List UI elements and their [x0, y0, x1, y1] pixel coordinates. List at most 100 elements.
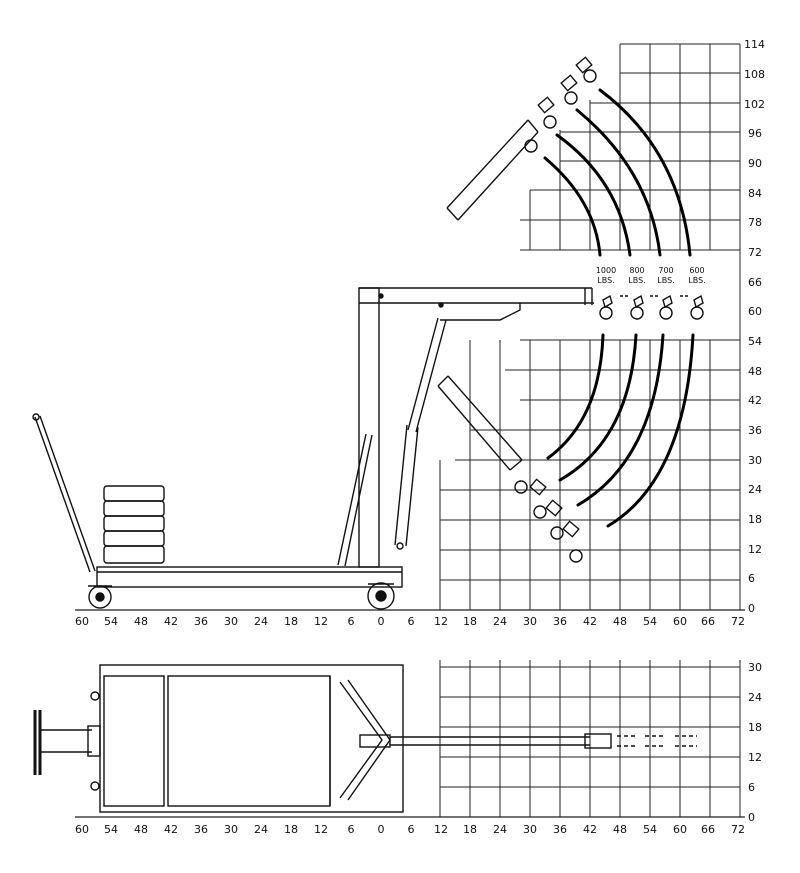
side-y-tick: 102	[744, 98, 765, 111]
arc-600-lower	[606, 333, 695, 528]
boom-raised	[446, 56, 597, 221]
side-y-tick: 30	[748, 454, 762, 467]
side-y-tick: 0	[748, 602, 755, 615]
side-x-tick: 60	[673, 615, 687, 628]
top-x-tick: 42	[583, 823, 597, 836]
side-x-tick: 12	[314, 615, 328, 628]
side-y-tick: 96	[748, 127, 762, 140]
top-x-tick: 6	[408, 823, 415, 836]
side-x-tick: 24	[254, 615, 268, 628]
side-y-tick: 6	[748, 572, 755, 585]
capacity-arcs	[543, 88, 695, 528]
side-x-tick: 0	[378, 615, 385, 628]
side-view: 0 6 12 18 24 30 36 42 48 54 60 66 72 78 …	[32, 38, 765, 628]
top-x-tick: 12	[434, 823, 448, 836]
top-x-tick: 60	[673, 823, 687, 836]
top-x-tick: 24	[254, 823, 268, 836]
top-x-tick: 48	[613, 823, 627, 836]
top-x-axis: 60 54 48 42 36 30 24 18 12 6 0 6 12 18 2…	[75, 823, 745, 836]
top-y-axis: 0 6 12 18 24 30	[748, 661, 762, 824]
top-y-tick: 30	[748, 661, 762, 674]
side-y-axis: 0 6 12 18 24 30 36 42 48 54 60 66 72 78 …	[744, 38, 765, 615]
side-y-tick: 84	[748, 187, 762, 200]
deck-plate	[167, 675, 331, 807]
arc-800-upper	[555, 133, 632, 257]
mast	[358, 287, 380, 568]
top-x-tick: 0	[378, 823, 385, 836]
arc-1000-upper	[543, 156, 602, 257]
counterweight-tray	[103, 675, 165, 807]
top-x-tick: 18	[463, 823, 477, 836]
side-y-tick: 72	[748, 246, 762, 259]
arc-800-lower	[558, 333, 638, 482]
front-wheel	[367, 582, 395, 610]
front-legs	[339, 679, 391, 801]
side-x-tick: 6	[348, 615, 355, 628]
side-y-tick: 78	[748, 216, 762, 229]
top-x-tick: 66	[701, 823, 715, 836]
side-x-tick: 30	[224, 615, 238, 628]
side-x-axis: 60 54 48 42 36 30 24 18 12 6 0 6 12 18 2…	[75, 615, 745, 628]
side-y-tick: 114	[744, 38, 765, 51]
top-x-tick: 60	[75, 823, 89, 836]
side-x-tick: 24	[493, 615, 507, 628]
side-y-tick: 60	[748, 305, 762, 318]
side-x-tick: 36	[194, 615, 208, 628]
capacity-600-value: 600	[689, 266, 704, 275]
side-x-tick: 54	[104, 615, 118, 628]
side-x-tick: 36	[553, 615, 567, 628]
capacity-700-unit: LBS.	[657, 276, 674, 285]
handle-top	[33, 691, 101, 791]
top-x-tick: 36	[553, 823, 567, 836]
top-x-tick: 6	[348, 823, 355, 836]
side-y-tick: 18	[748, 513, 762, 526]
side-y-tick: 42	[748, 394, 762, 407]
capacity-800-unit: LBS.	[628, 276, 645, 285]
side-y-tick: 66	[748, 276, 762, 289]
top-x-tick: 12	[314, 823, 328, 836]
side-x-tick: 30	[523, 615, 537, 628]
top-x-tick: 72	[731, 823, 745, 836]
top-x-tick: 24	[493, 823, 507, 836]
top-x-tick: 54	[104, 823, 118, 836]
boom-hooks	[599, 294, 704, 320]
top-x-tick: 42	[164, 823, 178, 836]
chassis-outline	[99, 664, 404, 813]
capacity-1000-unit: LBS.	[597, 276, 614, 285]
side-x-tick: 60	[75, 615, 89, 628]
side-x-tick: 12	[434, 615, 448, 628]
side-x-tick: 66	[701, 615, 715, 628]
top-x-tick: 54	[643, 823, 657, 836]
side-y-tick: 54	[748, 335, 762, 348]
side-x-tick: 18	[284, 615, 298, 628]
mast-brace	[337, 433, 373, 567]
rear-wheel	[88, 585, 112, 609]
side-x-tick: 42	[583, 615, 597, 628]
top-grid	[75, 660, 745, 818]
capacity-labels: 1000 LBS. 800 LBS. 700 LBS. 600 LBS.	[596, 266, 706, 285]
side-grid	[75, 43, 745, 611]
top-x-tick: 18	[284, 823, 298, 836]
side-y-tick: 108	[744, 68, 765, 81]
top-x-tick: 30	[224, 823, 238, 836]
top-y-tick: 6	[748, 781, 755, 794]
arc-600-upper	[598, 88, 692, 257]
boom-lowered	[437, 375, 583, 563]
side-x-tick: 48	[134, 615, 148, 628]
arc-700-lower	[576, 333, 665, 507]
capacity-800-value: 800	[629, 266, 644, 275]
top-y-tick: 0	[748, 811, 755, 824]
top-y-tick: 24	[748, 691, 762, 704]
side-x-tick: 42	[164, 615, 178, 628]
arc-1000-lower	[546, 333, 605, 460]
boom-top	[359, 733, 697, 749]
side-x-tick: 72	[731, 615, 745, 628]
top-y-tick: 18	[748, 721, 762, 734]
top-view: 0 6 12 18 24 30 60 54 48 42 36 30 24 18 …	[33, 660, 762, 836]
handle	[34, 415, 96, 573]
side-y-tick: 24	[748, 483, 762, 496]
counterweights	[103, 485, 165, 564]
side-x-tick: 6	[408, 615, 415, 628]
capacity-600-unit: LBS.	[688, 276, 705, 285]
